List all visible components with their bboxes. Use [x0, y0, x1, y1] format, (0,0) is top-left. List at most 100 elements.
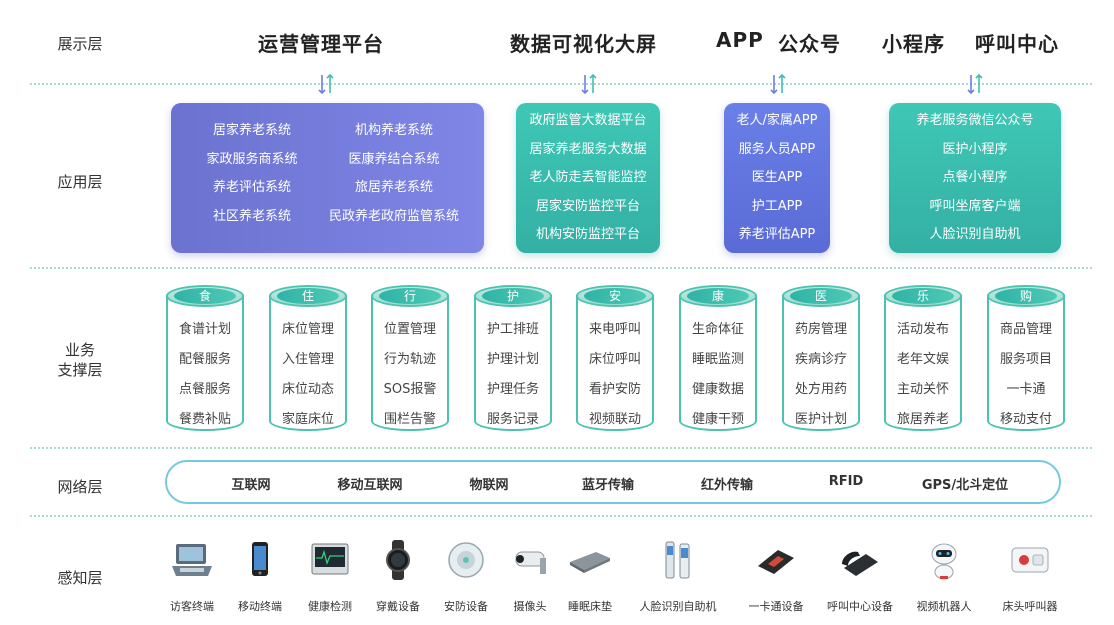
business-cylinder: 护护工排班护理计划护理任务服务记录: [474, 285, 552, 435]
face-kiosk-icon: [665, 541, 690, 579]
health-monitor-icon: [311, 543, 349, 575]
business-item: 入住管理: [281, 352, 334, 367]
network-item: 蓝牙传输: [581, 478, 635, 493]
business-item: 床位呼叫: [588, 352, 641, 367]
device-mobile-terminal: 移动终端: [220, 540, 300, 614]
business-item: 行为轨迹: [383, 352, 436, 367]
network-item: 互联网: [231, 478, 271, 493]
mobile-phone-icon: [252, 542, 268, 576]
display-item-ops-platform: 运营管理平台: [258, 32, 384, 56]
app-box-systems: 居家养老系统 家政服务商系统 养老评估系统 社区养老系统 机构养老系统 医康养结…: [171, 103, 484, 253]
business-item: 老年文娱: [896, 352, 949, 367]
layer-label-app: 应用层: [57, 173, 103, 191]
app-item: 医护小程序: [942, 141, 1008, 157]
business-item: 护工排班: [486, 322, 539, 337]
business-item: 商品管理: [999, 322, 1052, 337]
display-item-mini-program: 小程序: [882, 32, 945, 56]
app-item: 点餐小程序: [942, 170, 1008, 185]
camera-icon: [515, 551, 546, 574]
app-item: 服务人员APP: [738, 141, 816, 157]
business-cylinder: 安来电呼叫床位呼叫看护安防视频联动: [576, 285, 654, 435]
display-item-call-center: 呼叫中心: [975, 32, 1059, 56]
display-item-big-screen: 数据可视化大屏: [510, 32, 657, 56]
app-item: 社区养老系统: [212, 208, 291, 224]
cylinder-category: 安: [584, 288, 646, 304]
cylinder-items: 生命体征睡眠监测健康数据健康干预: [679, 315, 757, 435]
smartwatch-icon: [386, 540, 410, 580]
app-box-systems-col1: 居家养老系统 家政服务商系统 养老评估系统 社区养老系统: [193, 117, 311, 231]
separator-business: [30, 447, 1092, 449]
business-item: 位置管理: [383, 322, 436, 337]
business-item: 主动关怀: [896, 382, 949, 397]
bedside-caller-icon: [1011, 547, 1049, 573]
device-label: 人脸识别自助机: [639, 600, 717, 613]
device-security: 安防设备: [426, 540, 506, 614]
business-item: 移动支付: [999, 412, 1052, 427]
app-item: 旅居养老系统: [354, 180, 433, 195]
app-item: 机构安防监控平台: [535, 227, 640, 242]
app-item: 居家安防监控平台: [535, 198, 640, 214]
app-item: 呼叫坐席客户端: [929, 198, 1021, 214]
display-item-official-account: 公众号: [778, 32, 841, 56]
business-item: 健康数据: [691, 382, 744, 397]
device-camera: 摄像头: [490, 540, 570, 614]
app-item: 机构养老系统: [354, 123, 433, 138]
business-item: 配餐服务: [178, 352, 231, 367]
business-cylinder: 住床位管理入住管理床位动态家庭床位: [269, 285, 347, 435]
app-item: 养老评估系统: [212, 180, 291, 195]
bidirectional-arrow-icon: [770, 73, 786, 95]
device-label: 穿戴设备: [376, 600, 420, 613]
layer-label-business-line2: 支撑层: [57, 361, 103, 379]
network-item: RFID: [828, 474, 864, 489]
cylinder-body: [576, 295, 654, 431]
network-item: 物联网: [469, 478, 509, 493]
business-cylinder: 医药房管理疾病诊疗处方用药医护计划: [782, 285, 860, 435]
device-bedside-caller: 床头呼叫器: [990, 540, 1070, 614]
separator-network: [30, 515, 1092, 517]
business-item: 餐费补贴: [178, 412, 231, 427]
device-label: 移动终端: [238, 600, 282, 613]
device-label: 视频机器人: [916, 600, 972, 613]
business-item: 点餐服务: [178, 382, 231, 397]
separator-display: [30, 83, 1092, 85]
cylinder-items: 药房管理疾病诊疗处方用药医护计划: [782, 315, 860, 435]
device-label: 一卡通设备: [748, 600, 804, 613]
device-label: 健康检测: [308, 600, 352, 613]
cylinder-category: 康: [687, 288, 749, 304]
device-video-robot: 视频机器人: [904, 540, 984, 614]
network-item: 红外传输: [700, 478, 754, 493]
cylinder-body: [166, 295, 244, 431]
network-item: 移动互联网: [337, 478, 403, 493]
business-item: 护理计划: [486, 352, 539, 367]
cylinder-category: 住: [277, 288, 339, 304]
cylinder-items: 床位管理入住管理床位动态家庭床位: [269, 315, 347, 435]
network-item: GPS/北斗定位: [921, 478, 1009, 493]
sleep-mattress-icon: [570, 552, 610, 573]
device-card-reader: 一卡通设备: [736, 540, 816, 614]
business-item: 服务项目: [999, 352, 1052, 367]
business-cylinder: 食食谱计划配餐服务点餐服务餐费补贴: [166, 285, 244, 435]
app-box-data-platform: 政府监管大数据平台 居家养老服务大数据 老人防走丢智能监控 居家安防监控平台 机…: [516, 103, 660, 253]
cylinder-body: [679, 295, 757, 431]
cylinder-body: [987, 295, 1065, 431]
device-label: 摄像头: [513, 600, 547, 613]
device-label: 安防设备: [444, 600, 488, 613]
layer-label-display: 展示层: [57, 35, 103, 53]
app-item: 养老评估APP: [738, 227, 816, 242]
business-item: 食谱计划: [178, 322, 231, 337]
cylinder-body: [782, 295, 860, 431]
device-label: 访客终端: [170, 600, 214, 613]
robot-icon: [931, 543, 957, 580]
cylinder-category: 乐: [892, 288, 954, 304]
business-item: 处方用药: [794, 382, 847, 397]
business-item: 生命体征: [691, 322, 744, 337]
app-item: 政府监管大数据平台: [529, 113, 647, 128]
business-item: 围栏告警: [383, 412, 436, 427]
cylinder-body: [474, 295, 552, 431]
business-item: 家庭床位: [281, 412, 334, 427]
app-item: 居家养老服务大数据: [529, 141, 647, 157]
app-item: 家政服务商系统: [206, 151, 298, 167]
cylinder-category: 购: [995, 288, 1057, 304]
